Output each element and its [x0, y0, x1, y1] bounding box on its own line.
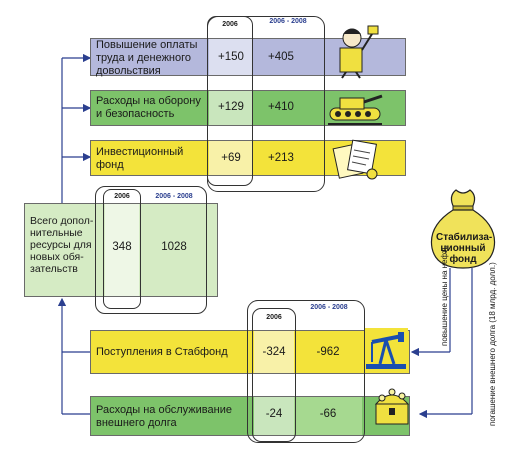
row-label: Поступления в Стабфонд: [96, 346, 228, 358]
total-2006-bg: [105, 204, 139, 296]
person-with-money-icon: [339, 25, 379, 79]
column-2006-2008-outline: [207, 16, 325, 192]
bottom-header-2006: 2006: [266, 314, 282, 321]
bottom-range-outline: [247, 300, 365, 443]
value-2006-2008: +410: [268, 101, 294, 113]
bottom-header-2006-2008: 2006 - 2008: [310, 304, 348, 311]
row-label: Расходы на оборону и безопасность: [96, 95, 201, 120]
total-header-2006: 2006: [114, 193, 130, 200]
total-value-2006: 348: [112, 241, 132, 253]
row-label: Повышение оплаты труда и денежного довол…: [96, 39, 198, 77]
row-label: Инвестиционный фонд: [96, 146, 184, 171]
row-stabfund-inflows: [90, 330, 410, 374]
tank-icon: [328, 94, 383, 125]
money-bag-icon: [430, 189, 496, 269]
cell-2006-bg: [209, 91, 253, 125]
value-2006: +69: [221, 152, 241, 164]
stabilization-fund-label: Стабилиза-ционный фонд: [436, 232, 493, 265]
total-value-2006-2008: 1028: [161, 241, 187, 253]
cell-2006-bg: [209, 141, 253, 175]
value-2006: -324: [262, 346, 286, 358]
cell-2006-bg: [254, 397, 294, 435]
header-2006: 2006: [222, 21, 238, 28]
documents-icon: [332, 139, 378, 180]
oil-pump-icon: [364, 328, 408, 372]
header-2006-2008: 2006 - 2008: [269, 18, 307, 25]
total-2006-outline: [103, 189, 141, 309]
cell-2006-bg: [209, 39, 253, 75]
total-header-2006-2008: 2006 - 2008: [155, 193, 193, 200]
value-2006: +129: [218, 101, 244, 113]
treasure-chest-icon: [374, 388, 410, 425]
value-2006-2008: -962: [316, 346, 340, 358]
oil-price-note: повышение цены на нефть: [440, 245, 449, 346]
value-2006: +150: [218, 51, 244, 63]
value-2006-2008: +405: [268, 51, 294, 63]
value-2006-2008: -66: [319, 408, 337, 420]
bottom-2006-outline: [252, 308, 296, 442]
value-2006: -24: [265, 408, 283, 420]
value-2006-2008: +213: [268, 152, 294, 164]
row-label: Расходы на обслуживание внешнего долга: [96, 404, 232, 429]
total-range-outline: [95, 186, 207, 314]
cell-2006-bg: [254, 331, 294, 373]
total-label: Всего допол-нительные ресурсы для новых …: [30, 215, 94, 275]
debt-repayment-note: погашение внешнего долга (18 млрд. долл.…: [488, 262, 497, 426]
cell-range-bg: [294, 397, 362, 435]
